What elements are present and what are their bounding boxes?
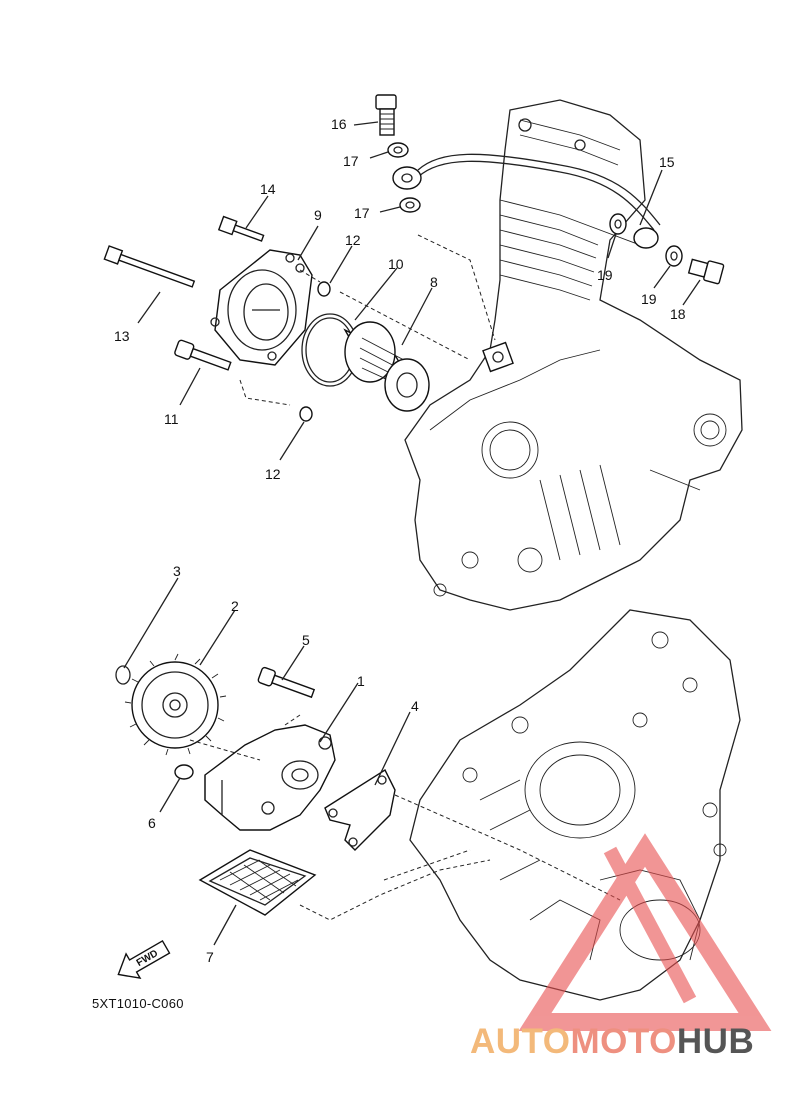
circlip — [115, 665, 131, 685]
callout-7: 7 — [206, 949, 214, 965]
callout-12-bottom: 12 — [265, 466, 281, 482]
o-ring — [317, 281, 331, 297]
copper-washer — [609, 213, 627, 235]
oil-filter-cover — [210, 249, 313, 366]
union-bolt — [687, 258, 725, 285]
bolt — [217, 215, 265, 242]
callout-17-bottom: 17 — [354, 205, 370, 221]
banjo-bolt — [375, 94, 397, 136]
callout-5: 5 — [302, 632, 310, 648]
callout-19-left: 19 — [597, 267, 613, 283]
callout-11: 11 — [164, 411, 179, 427]
copper-washer — [665, 245, 683, 267]
callout-13: 13 — [114, 328, 130, 344]
diagram-code: 5XT1010-C060 — [92, 996, 184, 1011]
callout-3: 3 — [173, 563, 181, 579]
callout-6: 6 — [148, 815, 156, 831]
upper-crankcase — [404, 99, 743, 611]
copper-washer — [387, 142, 409, 158]
callout-8: 8 — [430, 274, 438, 290]
pump-cover-plate — [324, 768, 396, 851]
callout-4: 4 — [411, 698, 419, 714]
callout-15: 15 — [659, 154, 675, 170]
callout-10: 10 — [388, 256, 404, 272]
oil-pump-assembly — [204, 724, 336, 831]
watermark-text-hub: HUB — [676, 1022, 755, 1061]
o-ring — [299, 406, 313, 422]
washer — [174, 764, 194, 780]
callout-17-top: 17 — [343, 153, 359, 169]
oil-delivery-pipe — [392, 153, 661, 249]
callout-14: 14 — [260, 181, 276, 197]
callout-1: 1 — [357, 673, 365, 689]
pump-drive-gear — [124, 653, 227, 756]
assembly-lines — [189, 234, 621, 921]
callout-9: 9 — [314, 207, 322, 223]
watermark-text-auto: AUTO — [470, 1022, 571, 1061]
callout-19-right: 19 — [641, 291, 657, 307]
oil-filter-element — [343, 321, 430, 412]
callout-16: 16 — [331, 116, 347, 132]
watermark-text: AUTOMOTOHUB — [470, 1022, 754, 1062]
warning-triangle-logo — [518, 833, 772, 1031]
bolt — [257, 666, 316, 699]
callout-18: 18 — [670, 306, 686, 322]
long-bolt — [103, 245, 196, 288]
watermark-text-moto: MOTO — [570, 1022, 677, 1061]
forward-arrow-icon — [117, 939, 171, 980]
callout-2: 2 — [231, 598, 239, 614]
leader-lines — [123, 121, 701, 946]
callout-12-top: 12 — [345, 232, 361, 248]
bolt — [174, 339, 232, 371]
oil-strainer — [198, 849, 317, 916]
copper-washer — [399, 197, 421, 213]
lower-crankcase — [409, 609, 741, 1001]
